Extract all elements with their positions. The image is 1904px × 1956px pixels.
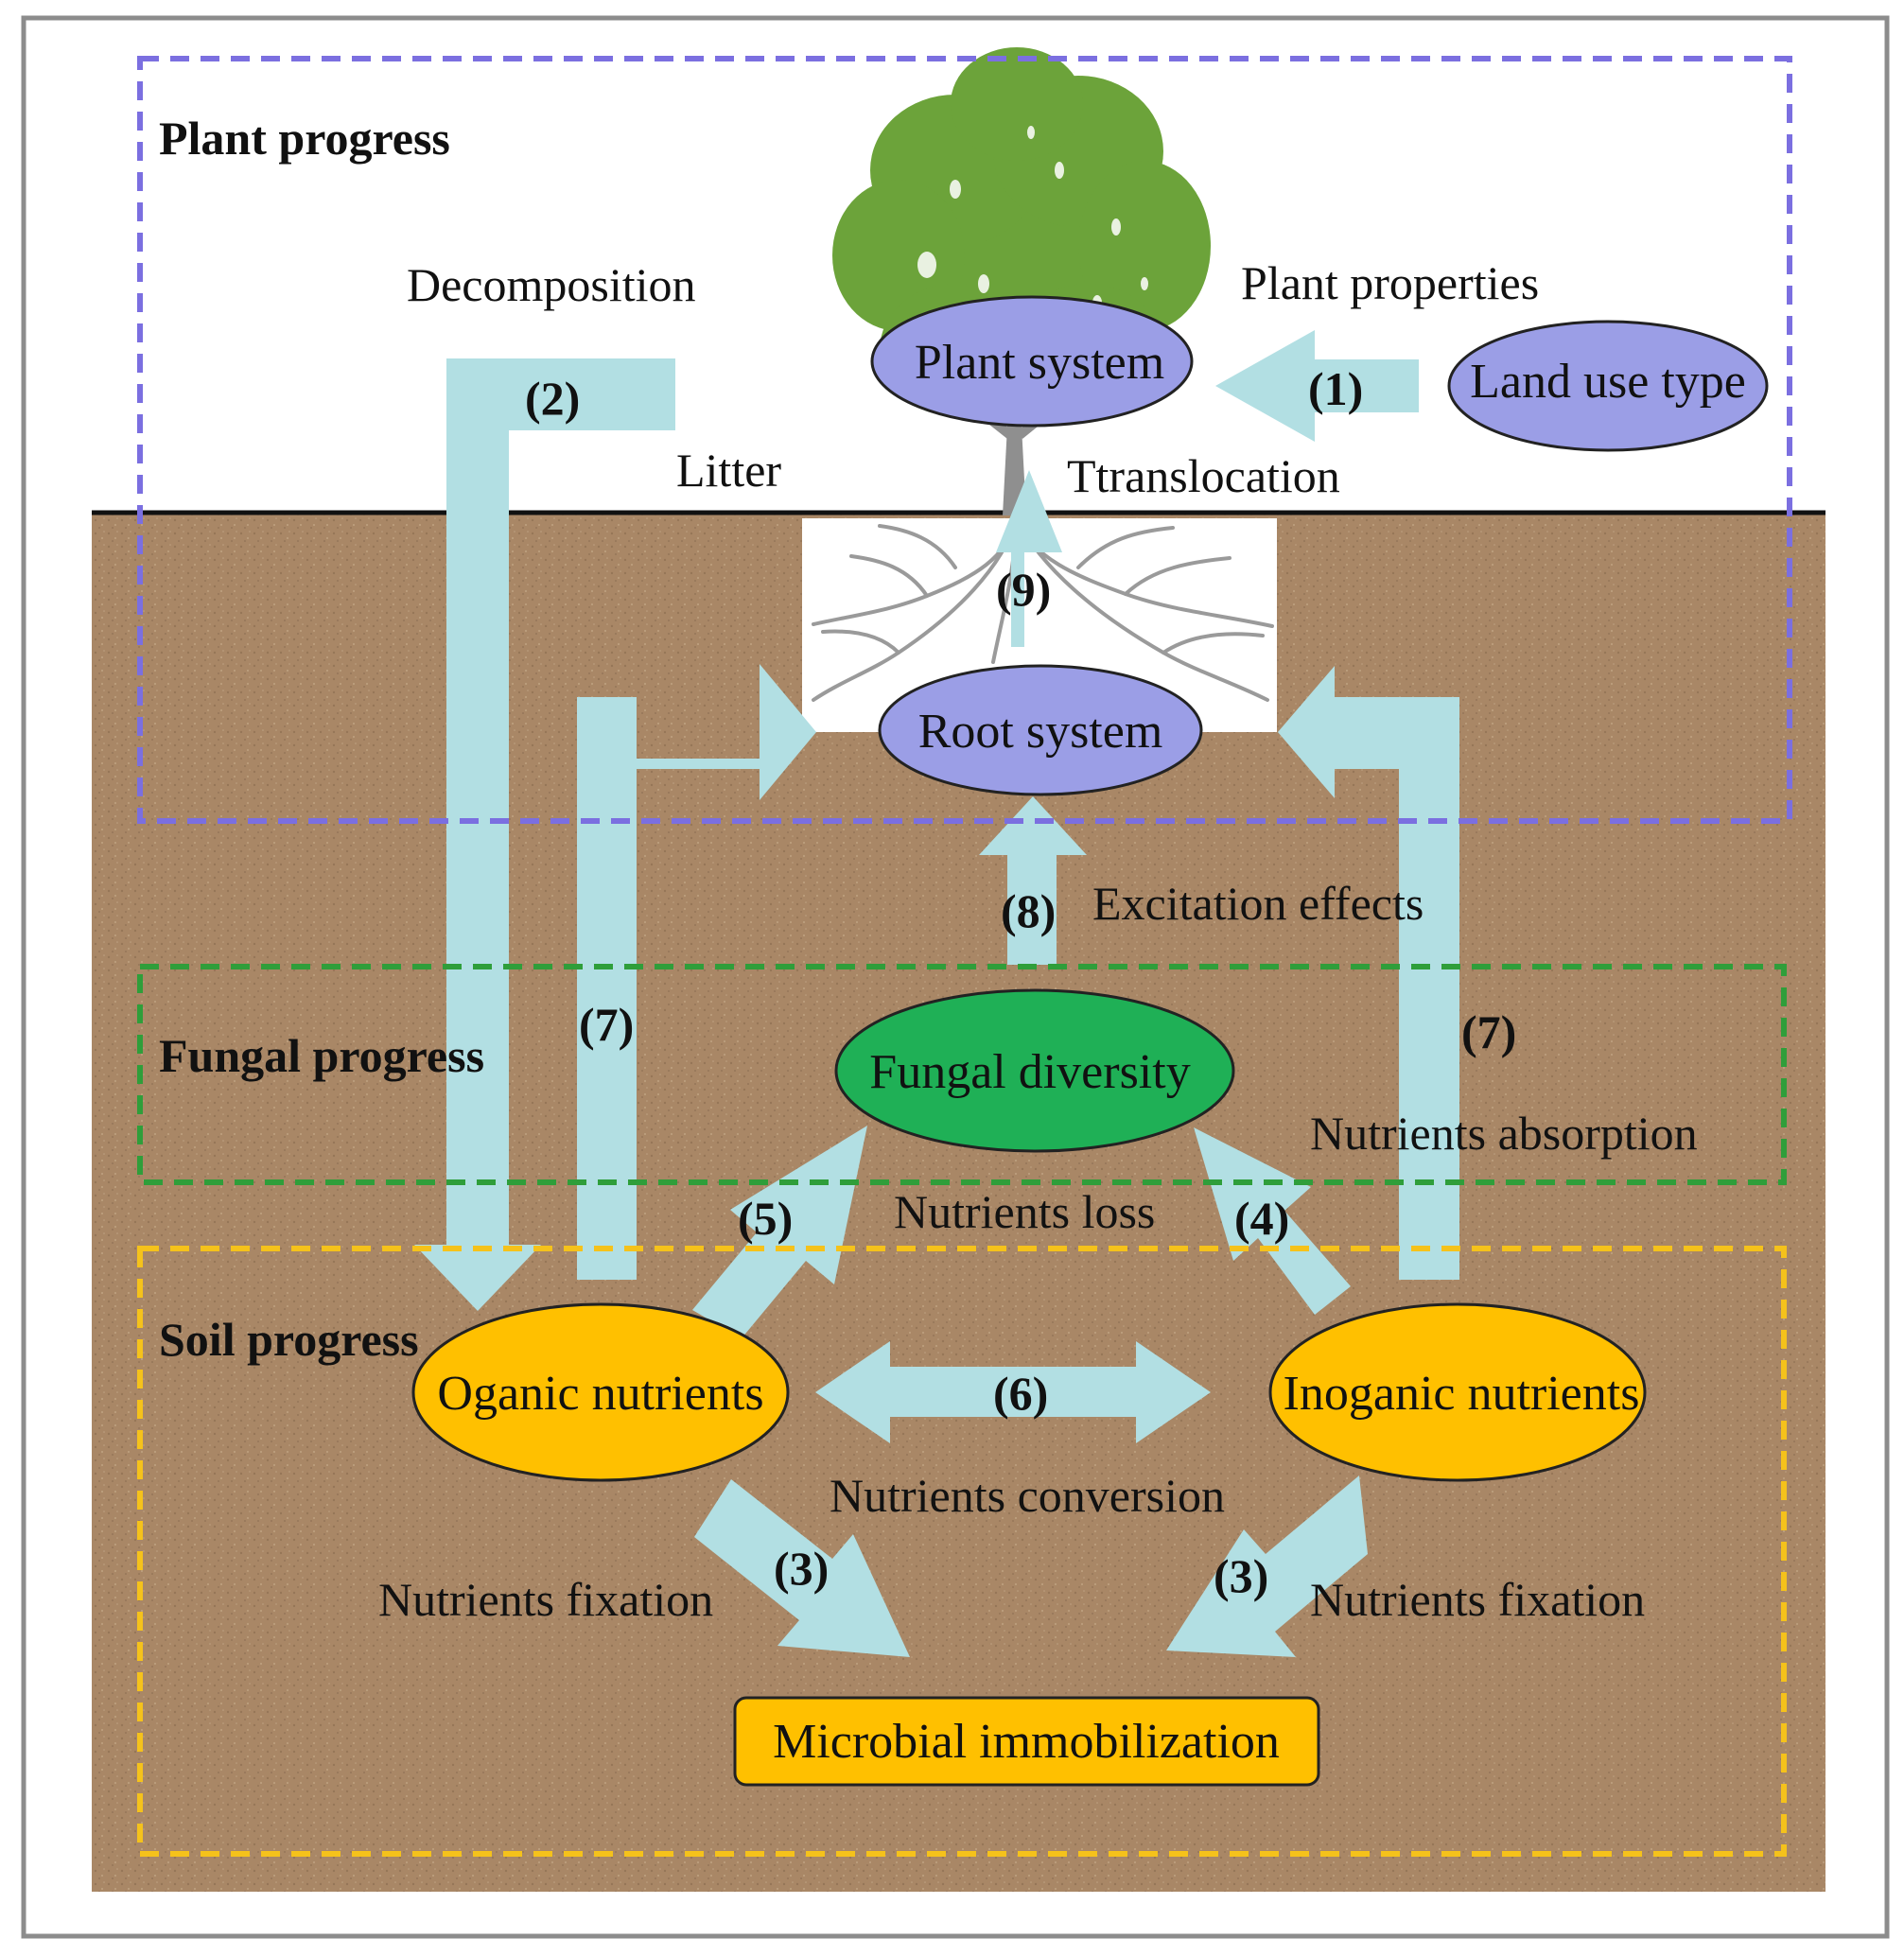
decomposition-label: Decomposition xyxy=(407,258,696,311)
organic-nutrients-node xyxy=(411,1302,790,1482)
marker-9: (9) xyxy=(996,563,1051,616)
plant-progress-box xyxy=(137,56,1792,824)
fungal-diversity-node xyxy=(834,988,1235,1153)
nutrients-fixation-right-label: Nutrients fixation xyxy=(1310,1573,1645,1626)
arrow-3-left-fixation xyxy=(694,1479,910,1657)
arrow-9-root-to-plant xyxy=(996,470,1062,647)
fungal-diversity-label: Fungal diversity xyxy=(869,1045,1190,1099)
plant-progress-title: Plant progress xyxy=(159,112,450,165)
plant-properties-label: Plant properties xyxy=(1241,256,1539,309)
marker-8: (8) xyxy=(1001,884,1056,937)
organic-nutrients-label: Oganic nutrients xyxy=(437,1367,763,1421)
arrow-4-inorganic-to-fungal xyxy=(1194,1127,1351,1315)
marker-4: (4) xyxy=(1234,1192,1289,1245)
nutrients-loss-label: Nutrients loss xyxy=(894,1185,1155,1238)
marker-7-right: (7) xyxy=(1461,1005,1516,1058)
root-system-node xyxy=(878,664,1203,796)
arrow-5-organic-to-fungal xyxy=(692,1126,867,1338)
litter-label: Litter xyxy=(676,444,781,497)
arrow-3-right-fixation xyxy=(1166,1476,1368,1657)
soil-progress-title: Soil progress xyxy=(159,1313,419,1366)
arrow-1-land-use-to-plant xyxy=(1215,330,1419,442)
translocation-label: Ttranslocation xyxy=(1067,449,1340,502)
excitation-effects-label: Excitation effects xyxy=(1092,877,1424,930)
land-use-type-node xyxy=(1447,320,1769,452)
root-system-label: Root system xyxy=(918,705,1163,759)
marker-2: (2) xyxy=(525,372,580,425)
arrow-2-decomposition xyxy=(414,358,675,1311)
marker-7-left: (7) xyxy=(579,998,634,1051)
plant-system-node xyxy=(870,295,1194,428)
fungal-progress-box xyxy=(137,964,1787,1185)
soil-progress-box xyxy=(137,1246,1787,1857)
arrow-6-conversion xyxy=(815,1341,1211,1443)
inorganic-nutrients-label: Inoganic nutrients xyxy=(1284,1367,1640,1421)
marker-3-left: (3) xyxy=(774,1542,829,1595)
marker-1: (1) xyxy=(1308,362,1363,415)
land-use-type-label: Land use type xyxy=(1470,355,1746,409)
inorganic-nutrients-node xyxy=(1268,1302,1647,1482)
arrow-7-left-absorption xyxy=(577,664,816,1280)
nutrients-absorption-label: Nutrients absorption xyxy=(1310,1107,1698,1160)
arrow-8-fungal-to-root xyxy=(979,796,1087,965)
plant-system-label: Plant system xyxy=(915,336,1164,390)
marker-3-right: (3) xyxy=(1214,1549,1268,1602)
marker-6: (6) xyxy=(993,1367,1048,1420)
marker-5: (5) xyxy=(738,1192,793,1245)
nutrients-conversion-label: Nutrients conversion xyxy=(830,1469,1225,1522)
microbial-immobilization-label: Microbial immobilization xyxy=(773,1715,1280,1769)
fungal-progress-title: Fungal progress xyxy=(159,1029,484,1082)
nutrients-fixation-left-label: Nutrients fixation xyxy=(378,1573,713,1626)
microbial-immobilization-node xyxy=(733,1696,1320,1787)
